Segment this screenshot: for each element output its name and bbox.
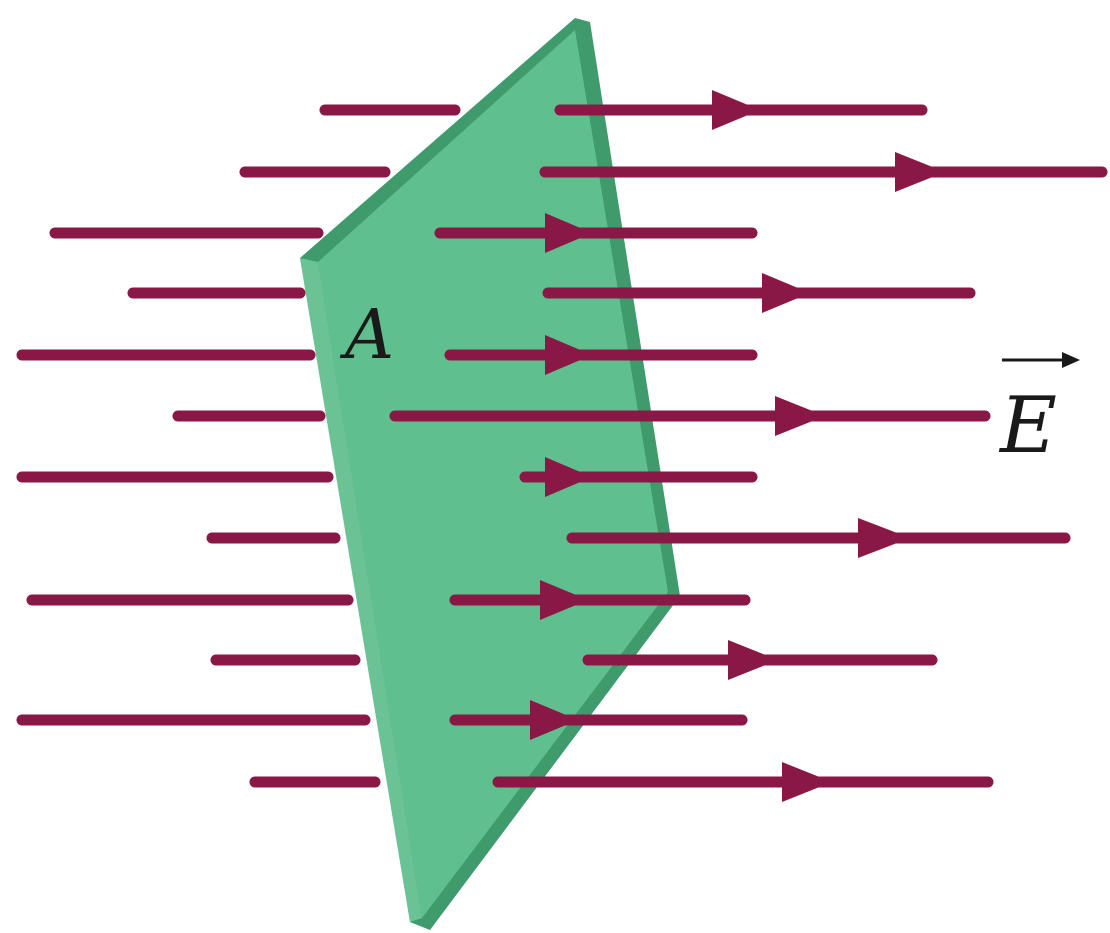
field-line-3-arrowhead <box>545 213 592 253</box>
field-line-6-arrowhead <box>775 396 825 436</box>
field-line-10-arrowhead <box>728 640 778 680</box>
field-line-2-arrowhead <box>895 152 945 192</box>
field-label: E <box>998 381 1057 471</box>
field-line-9-arrowhead <box>540 580 588 620</box>
field-line-5-arrowhead <box>545 335 592 375</box>
surface-highlight <box>300 258 422 922</box>
field-line-1-arrowhead <box>712 90 760 130</box>
surface-face <box>318 30 668 918</box>
field-line-4-arrowhead <box>762 273 810 313</box>
field-line-8-arrowhead <box>858 518 910 558</box>
field-line-12-arrowhead <box>782 762 832 802</box>
field-line-7-arrowhead <box>545 457 592 497</box>
field-lines-behind <box>16 104 461 788</box>
field-line-11-arrowhead <box>530 700 578 740</box>
field-lines-front <box>389 90 1108 802</box>
surface-plate <box>300 18 680 930</box>
field-vector-label: E <box>998 352 1080 471</box>
surface-label: A <box>339 296 394 375</box>
vector-arrow-head <box>1062 352 1080 368</box>
